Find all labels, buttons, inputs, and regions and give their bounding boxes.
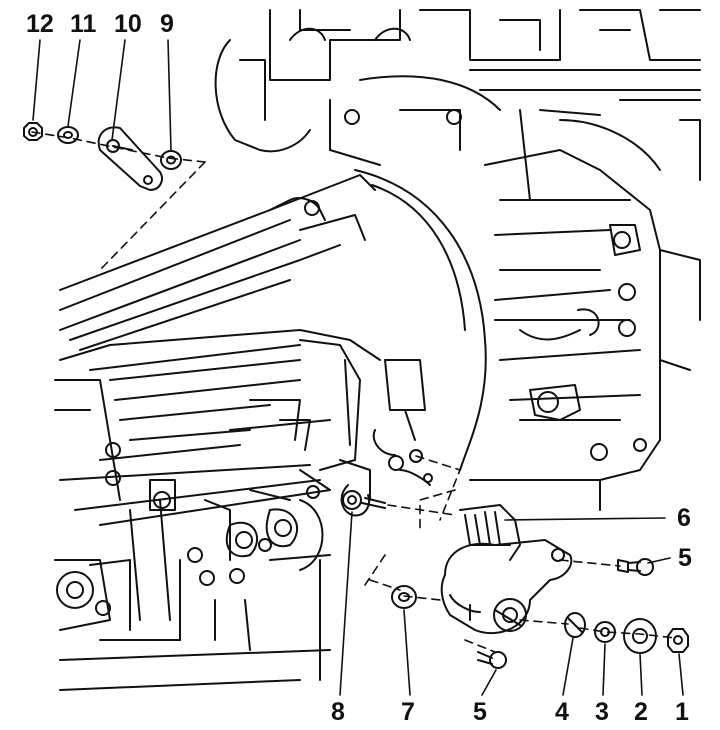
bell-housing <box>354 149 701 511</box>
washer-7-icon <box>391 585 417 609</box>
washer-11-icon <box>57 126 79 144</box>
label-part-6: 6 <box>677 504 691 532</box>
assembly-guide-lines <box>31 131 676 653</box>
bolt-5-upper-icon <box>617 558 654 576</box>
label-part-11: 11 <box>70 10 97 38</box>
selector-lever-10-icon <box>97 126 163 191</box>
label-part-5-upper: 5 <box>678 544 692 572</box>
valve-body-area <box>54 459 371 651</box>
range-switch-6-icon <box>440 504 573 635</box>
label-part-4: 4 <box>555 698 569 726</box>
nut-12-icon <box>23 122 43 141</box>
label-part-7: 7 <box>401 698 415 726</box>
selector-shaft-area <box>340 429 433 517</box>
label-part-8: 8 <box>331 698 345 726</box>
label-part-2: 2 <box>634 698 648 726</box>
label-part-1: 1 <box>675 698 689 726</box>
transmission-case <box>54 174 426 691</box>
nut-1-icon <box>667 628 689 653</box>
washer-2-icon <box>623 618 657 654</box>
label-part-10: 10 <box>114 10 142 38</box>
washer-9-icon <box>160 150 182 170</box>
washer-3-icon <box>594 621 616 643</box>
bolt-5-lower-icon <box>477 651 507 669</box>
engine-frame <box>214 9 701 201</box>
label-part-9: 9 <box>160 10 174 38</box>
label-part-3: 3 <box>595 698 609 726</box>
label-part-12: 12 <box>26 10 54 38</box>
label-part-5-lower: 5 <box>473 698 487 726</box>
leader-lines <box>32 39 684 696</box>
lock-washer-4-icon <box>564 612 586 638</box>
